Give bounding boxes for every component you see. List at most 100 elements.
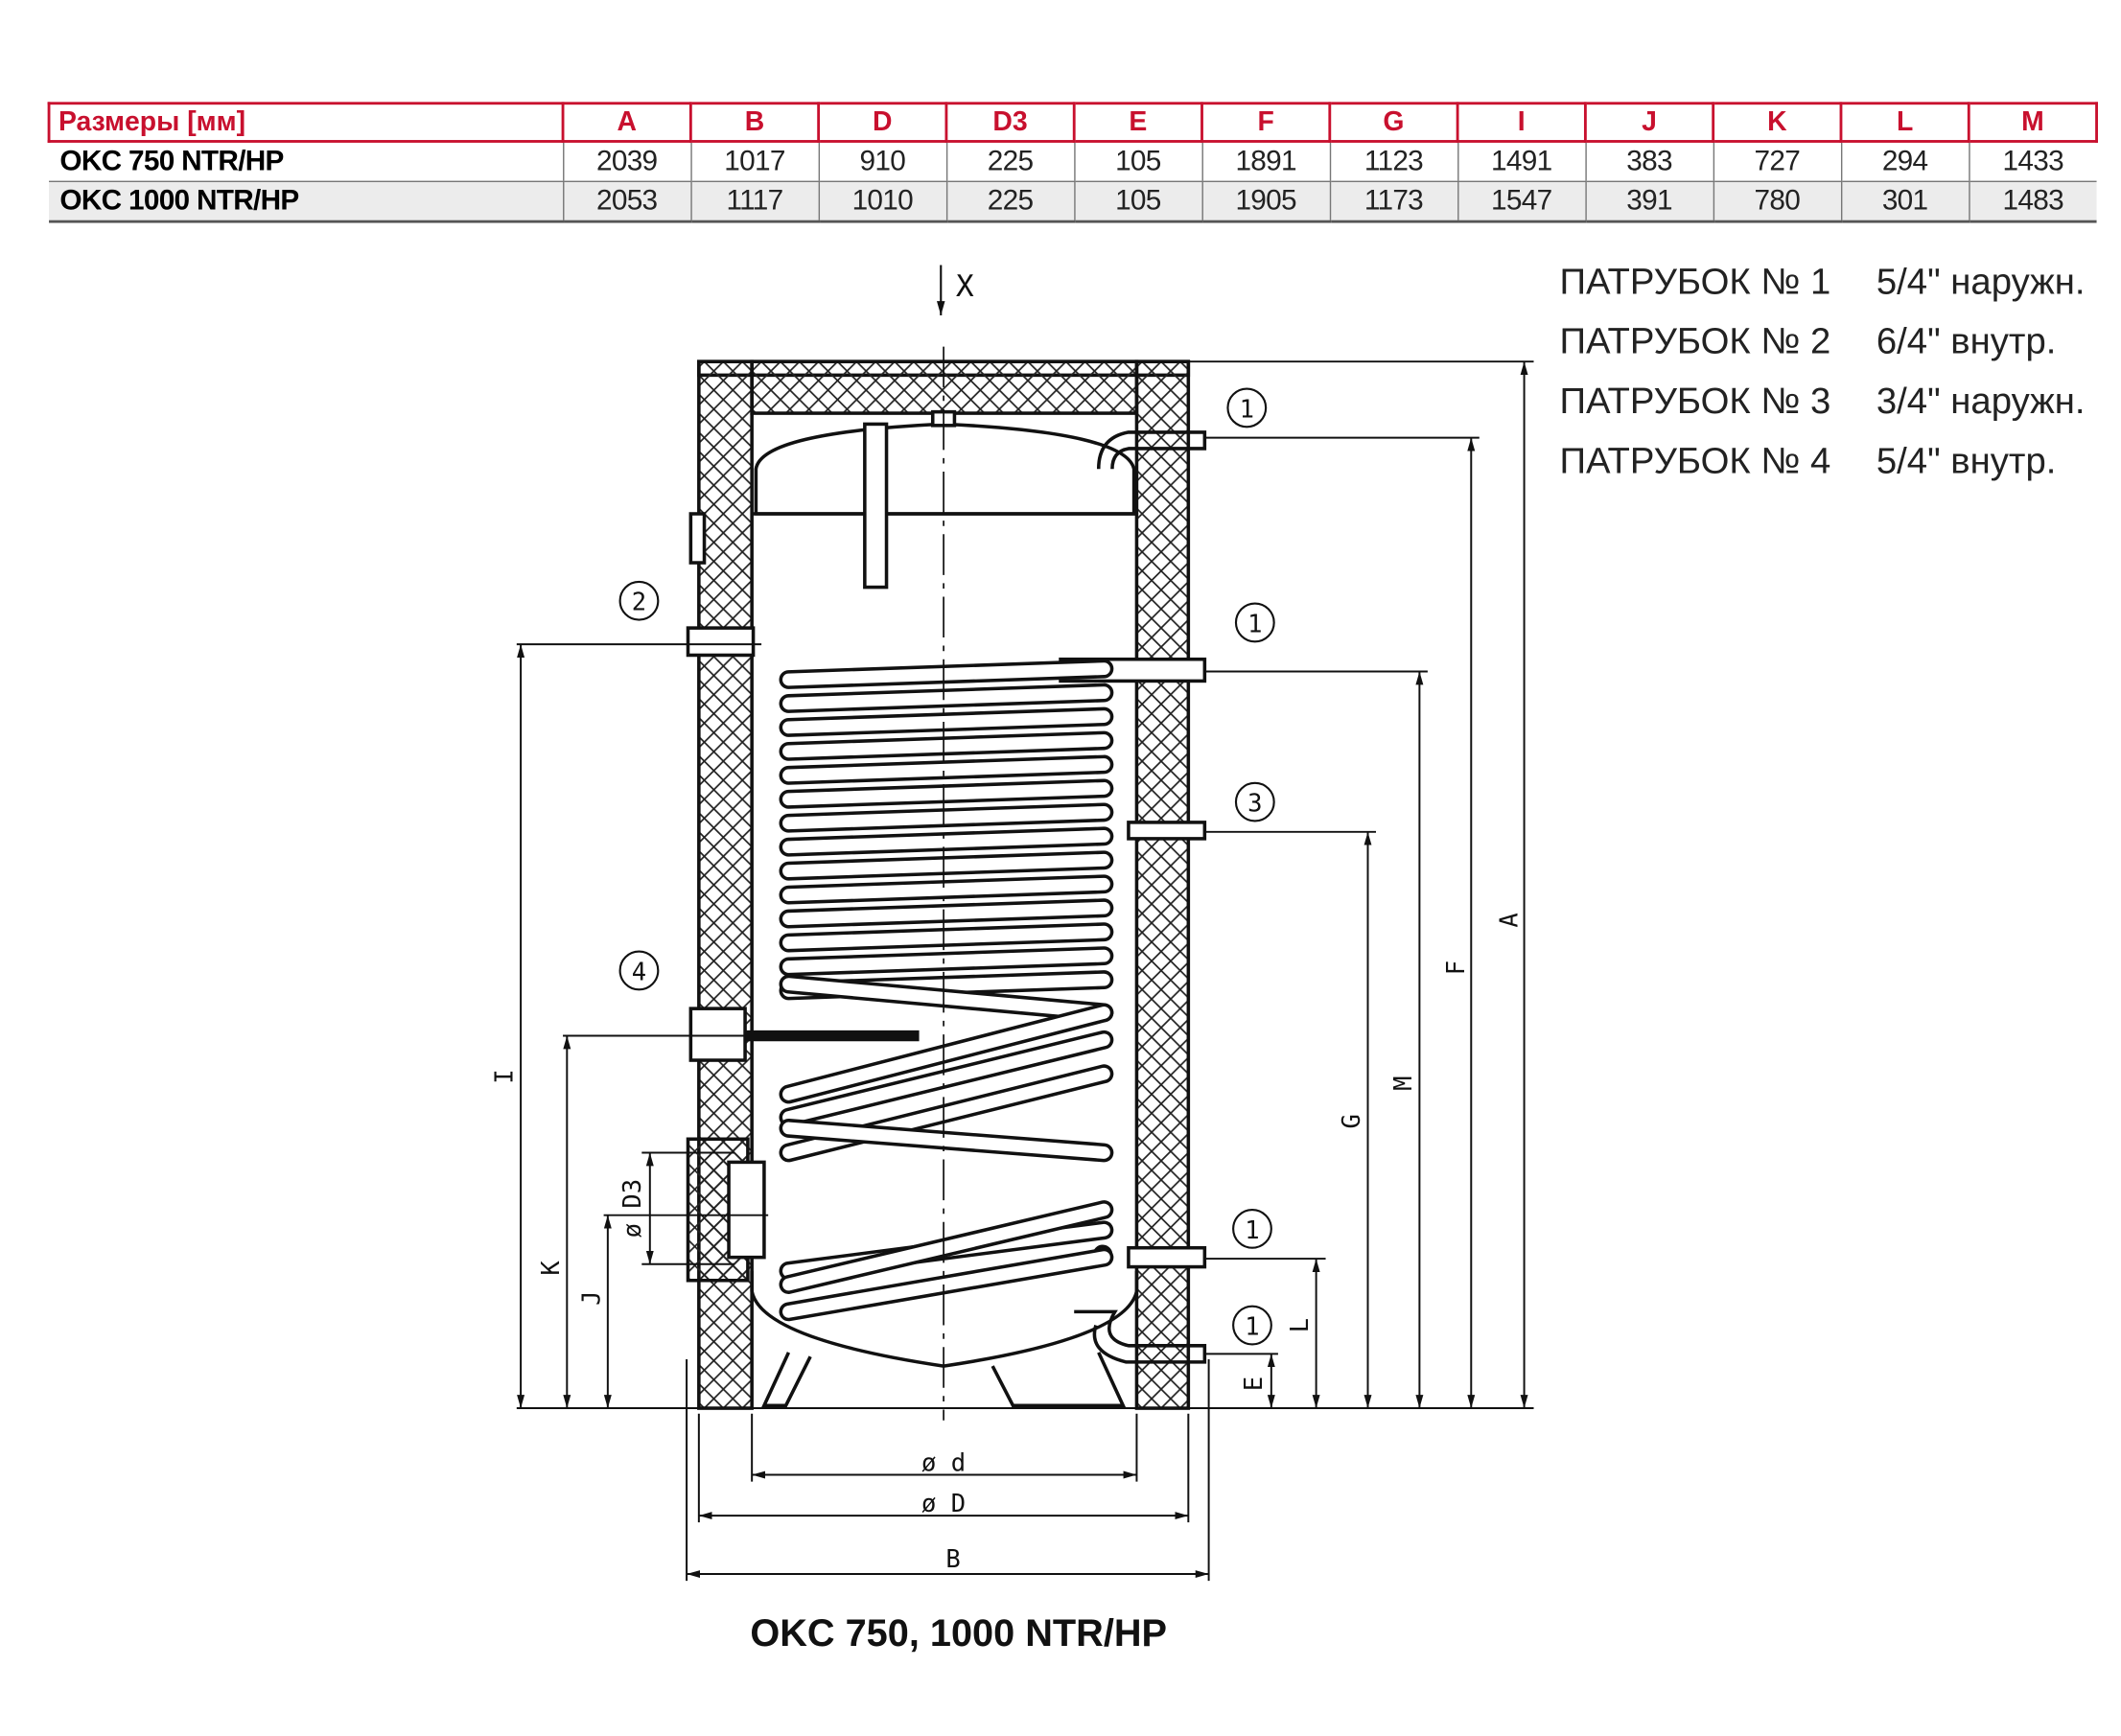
dimension-lines (516, 360, 1534, 1582)
col-header: J (1583, 102, 1715, 143)
dimension-value: 294 (1840, 141, 1970, 183)
coil-turn-fill (782, 806, 1110, 830)
dimension-value: 2039 (562, 141, 691, 183)
nozzle-marker: 4 (618, 950, 660, 991)
dim-label-F: F (1442, 961, 1471, 975)
dimension-value: 1173 (1329, 181, 1458, 223)
coil-turn-fill (782, 1033, 1110, 1123)
drawing-caption: OKC 750, 1000 NTR/HP (750, 1611, 1168, 1655)
coil-turn-fill (782, 853, 1110, 878)
header-label: Размеры [мм] (47, 102, 565, 143)
dim-label-G: G (1338, 1114, 1366, 1128)
coil-turn-fill (782, 782, 1110, 806)
legend-item: ПАТРУБОК № 2 6/4" внутр. (1559, 320, 2056, 363)
dimension-value: 1891 (1200, 141, 1330, 183)
model-name: OKC 750 NTR/HP (49, 141, 564, 183)
svg-text:1: 1 (1245, 1216, 1259, 1245)
dimension-value: 1547 (1457, 181, 1586, 223)
dimension-value: 727 (1712, 141, 1841, 183)
legend-label: ПАТРУБОК № 3 (1559, 381, 1831, 422)
coil-turn-fill (782, 662, 1110, 686)
nozzle-marker: 1 (1226, 387, 1268, 428)
svg-text:1: 1 (1245, 1312, 1259, 1341)
dim-label-D3: ø D3 (618, 1179, 647, 1238)
dim-label-A: A (1495, 913, 1524, 927)
dimensions-table: Размеры [мм] A B D D3 E F G I J K L M OK… (47, 102, 2098, 223)
axis-label: X (956, 269, 974, 304)
dimension-value: 1123 (1329, 141, 1458, 183)
legend-label: ПАТРУБОК № 4 (1559, 440, 1831, 481)
coil-turn-fill (782, 901, 1110, 925)
legend-item: ПАТРУБОК № 1 5/4" наружн. (1559, 261, 2085, 303)
dimension-value: 2053 (562, 181, 691, 223)
dimension-value: 105 (1073, 181, 1202, 223)
legend-value: 5/4" внутр. (1876, 440, 2057, 481)
dimension-value: 383 (1584, 141, 1713, 183)
dimension-value: 1491 (1457, 141, 1586, 183)
right-insulation (1134, 359, 1191, 1410)
svg-text:2: 2 (632, 589, 646, 617)
coil-turn-fill (782, 1122, 1110, 1159)
legend-value: 6/4" внутр. (1876, 320, 2057, 362)
dim-label-D: ø D (921, 1490, 966, 1518)
coil-turn-fill (782, 686, 1110, 710)
legend-value: 5/4" наружн. (1876, 261, 2086, 302)
dimension-value: 225 (945, 181, 1075, 223)
dimension-value: 780 (1712, 181, 1841, 223)
col-header: A (561, 102, 692, 143)
svg-text:1: 1 (1247, 610, 1262, 638)
heat-exchanger-coil (779, 659, 1114, 1322)
tank-top-dome (754, 422, 1136, 516)
col-header: G (1328, 102, 1459, 143)
dimension-value: 105 (1073, 141, 1202, 183)
legend-item: ПАТРУБОК № 3 3/4" наружн. (1559, 381, 2085, 423)
dim-label-K: K (537, 1261, 566, 1276)
dimension-value: 1010 (817, 181, 946, 223)
svg-text:4: 4 (632, 958, 646, 986)
dimension-value: 391 (1584, 181, 1713, 223)
coil-turn-fill (782, 1007, 1110, 1100)
coil-turn-fill (782, 710, 1110, 734)
dim-label-d: ø d (921, 1448, 966, 1477)
dim-label-I: I (491, 1069, 520, 1083)
dimension-value: 301 (1840, 181, 1970, 223)
coil-turn-fill (782, 734, 1110, 758)
nozzle-marker: 2 (618, 580, 660, 621)
coil-turn-fill (782, 877, 1110, 901)
col-header: E (1072, 102, 1203, 143)
col-header: B (688, 102, 821, 143)
svg-text:1: 1 (1240, 395, 1254, 424)
coil-turn-fill (782, 978, 1110, 1019)
dimension-value: 1483 (1968, 181, 2097, 223)
legend-item: ПАТРУБОК № 4 5/4" внутр. (1559, 440, 2056, 482)
dim-label-E: E (1240, 1377, 1269, 1391)
coil-turn-fill (782, 1251, 1110, 1318)
nozzle-marker: 3 (1234, 781, 1275, 822)
nozzle-marker: 1 (1232, 1208, 1272, 1249)
coil-turn-fill (782, 829, 1110, 854)
coil-turn-fill (782, 925, 1110, 949)
coil-turn-fill (782, 758, 1110, 782)
dimension-value: 1117 (689, 181, 819, 223)
legend-label: ПАТРУБОК № 2 (1559, 320, 1831, 362)
dim-label-L: L (1286, 1318, 1315, 1332)
col-header: I (1456, 102, 1587, 143)
dim-label-J: J (577, 1291, 606, 1306)
legend-label: ПАТРУБОК № 1 (1559, 261, 1831, 302)
svg-text:3: 3 (1247, 790, 1262, 819)
model-name: OKC 1000 NTR/HP (49, 181, 564, 223)
col-header: D (817, 102, 948, 143)
dim-label-M: M (1389, 1076, 1418, 1090)
table-header-row: Размеры [мм] A B D D3 E F G I J K L M (47, 102, 2098, 143)
dimension-value: 1905 (1200, 181, 1330, 223)
dimension-value: 1433 (1968, 141, 2097, 183)
col-header: K (1712, 102, 1843, 143)
col-header: M (1967, 102, 2098, 143)
legend-value: 3/4" наружн. (1876, 381, 2086, 422)
nozzle-marker: 1 (1234, 602, 1275, 643)
dimension-value: 225 (945, 141, 1075, 183)
coil-turn-fill (782, 949, 1110, 973)
